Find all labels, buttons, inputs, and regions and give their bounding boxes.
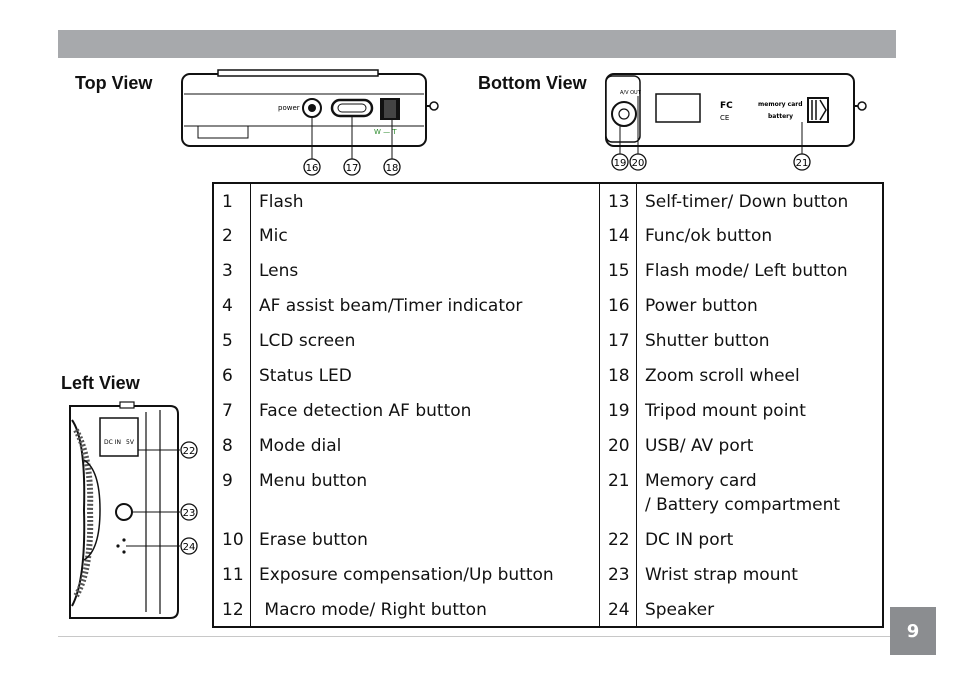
part-number: 16 — [599, 288, 637, 323]
top-view-drawing: power W — T 16 17 18 — [181, 69, 439, 176]
table-row: 4 AF assist beam/Timer indicator 16 Powe… — [213, 288, 883, 323]
part-number: 21 — [599, 463, 637, 522]
callout-20: 20 — [632, 158, 645, 169]
part-description: Exposure compensation/Up button — [250, 557, 600, 592]
part-description: Status LED — [250, 358, 600, 393]
part-number: 14 — [599, 218, 637, 253]
dc-in-text: DC IN — [104, 439, 121, 446]
part-description: LCD screen — [250, 323, 600, 358]
left-view-drawing: DC IN 5V 22 23 24 — [69, 401, 198, 619]
callout-21: 21 — [796, 158, 809, 169]
ce-text: CE — [720, 114, 729, 122]
part-number: 7 — [213, 393, 251, 428]
part-number: 2 — [213, 218, 251, 253]
part-description-multiline: Memory card / Battery compartment — [636, 463, 883, 522]
callout-16: 16 — [306, 163, 319, 174]
part-number: 17 — [599, 323, 637, 358]
part-number: 11 — [213, 557, 251, 592]
table-row: 11 Exposure compensation/Up button 23 Wr… — [213, 557, 883, 592]
part-description-line: / Battery compartment — [644, 495, 841, 515]
part-number: 12 — [213, 592, 251, 627]
footer-divider — [58, 636, 890, 637]
part-description: Speaker — [644, 600, 715, 620]
callout-18: 18 — [386, 163, 399, 174]
parts-table: 1 Flash 13 Self-timer/ Down button 2 Mic… — [212, 182, 884, 628]
part-description: Func/ok button — [644, 226, 773, 246]
part-number: 1 — [213, 183, 251, 218]
table-row: 3 Lens 15 Flash mode/ Left button — [213, 253, 883, 288]
part-description: Self-timer/ Down button — [644, 192, 849, 212]
part-description: Lens — [250, 253, 600, 288]
part-description: Face detection AF button — [250, 393, 600, 428]
callout-24: 24 — [183, 542, 196, 553]
av-out-text: A/V OUT — [620, 90, 642, 96]
part-number: 5 — [213, 323, 251, 358]
part-number: 24 — [599, 592, 637, 627]
part-number: 8 — [213, 428, 251, 463]
part-description: Power button — [644, 296, 758, 316]
header-bar — [58, 30, 896, 58]
part-description: Macro mode/ Right button — [250, 592, 600, 627]
part-number: 20 — [599, 428, 637, 463]
part-number: 9 — [213, 463, 251, 522]
table-row: 1 Flash 13 Self-timer/ Down button — [213, 183, 883, 218]
part-description: Menu button — [250, 463, 600, 522]
part-number: 19 — [599, 393, 637, 428]
left-view-label: Left View — [61, 373, 140, 393]
part-description: Erase button — [250, 522, 600, 557]
part-description: Tripod mount point — [644, 401, 806, 421]
fc-text: FC — [720, 101, 733, 111]
callout-22: 22 — [183, 446, 196, 457]
table-row: 7 Face detection AF button 19 Tripod mou… — [213, 393, 883, 428]
bottom-view-drawing: A/V OUT FC CE memory card battery 19 20 … — [605, 73, 867, 171]
table-row: 2 Mic 14 Func/ok button — [213, 218, 883, 253]
table-row: 8 Mode dial 20 USB/ AV port — [213, 428, 883, 463]
callout-19: 19 — [614, 158, 627, 169]
top-view-label: Top View — [75, 73, 153, 93]
bottom-view-label: Bottom View — [478, 73, 587, 93]
part-description-line: Memory card — [644, 471, 757, 491]
part-description: Flash — [250, 183, 600, 218]
power-text: power — [278, 104, 300, 112]
table-row: 12 Macro mode/ Right button 24 Speaker — [213, 592, 883, 627]
part-number: 3 — [213, 253, 251, 288]
battery-text: battery — [768, 113, 793, 120]
part-description: Mic — [250, 218, 600, 253]
part-number: 15 — [599, 253, 637, 288]
page-number-badge: 9 — [890, 607, 936, 655]
part-description: Zoom scroll wheel — [644, 366, 800, 386]
volts-text: 5V — [126, 439, 135, 446]
table-row: 5 LCD screen 17 Shutter button — [213, 323, 883, 358]
table-row: 10 Erase button 22 DC IN port — [213, 522, 883, 557]
callout-23: 23 — [183, 508, 196, 519]
memory-card-text: memory card — [758, 101, 803, 108]
zoom-text: W — T — [374, 128, 397, 136]
part-description: Flash mode/ Left button — [644, 261, 848, 281]
part-description: Wrist strap mount — [644, 565, 798, 585]
table-row: 9 Menu button 21 Memory card / Battery c… — [213, 463, 883, 522]
part-number: 6 — [213, 358, 251, 393]
part-description: DC IN port — [644, 530, 734, 550]
part-description: Mode dial — [250, 428, 600, 463]
part-number: 23 — [599, 557, 637, 592]
callout-17: 17 — [346, 163, 359, 174]
table-row: 6 Status LED 18 Zoom scroll wheel — [213, 358, 883, 393]
part-number: 10 — [213, 522, 251, 557]
part-description: USB/ AV port — [644, 436, 754, 456]
part-number: 13 — [599, 183, 637, 218]
part-number: 4 — [213, 288, 251, 323]
part-number: 18 — [599, 358, 637, 393]
part-description: AF assist beam/Timer indicator — [250, 288, 600, 323]
part-description: Shutter button — [644, 331, 770, 351]
part-number: 22 — [599, 522, 637, 557]
